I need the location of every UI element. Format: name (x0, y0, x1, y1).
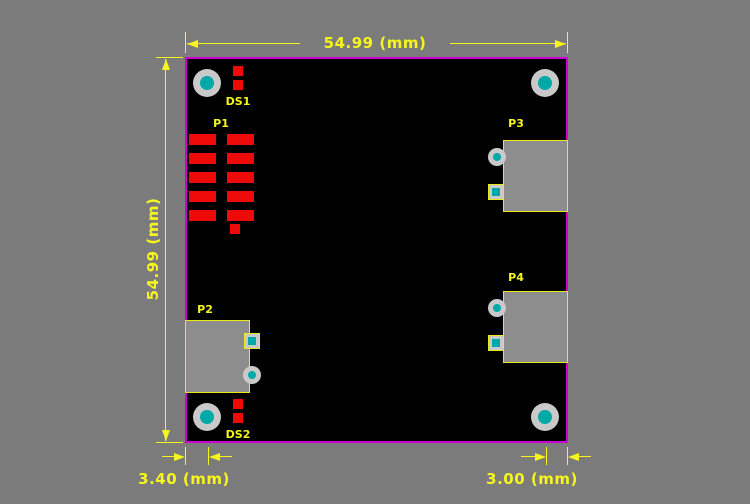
p1-pad (189, 210, 216, 221)
dimension-arrow (162, 430, 170, 441)
mounting-hole-bottom-left (193, 403, 221, 431)
p1-pad (227, 172, 254, 183)
p1-pad (227, 191, 254, 202)
p1-pad (227, 210, 254, 221)
p1-pin-marker-pad (230, 224, 240, 234)
mounting-hole-top-right (531, 69, 559, 97)
p1-label: P1 (213, 117, 229, 130)
dimension-extension-line (567, 32, 568, 53)
dimension-arrow (162, 59, 170, 70)
mounting-hole-top-left (193, 69, 221, 97)
dimension-extension-line (156, 442, 183, 443)
p2-label: P2 (197, 303, 213, 316)
bottom-left-dimension-label: 3.40 (mm) (138, 470, 230, 488)
p4-round-pad (488, 299, 506, 317)
dimension-extension-line (156, 57, 183, 58)
dimension-line (162, 456, 177, 457)
p4-label: P4 (508, 271, 524, 284)
dimension-line (576, 456, 591, 457)
mounting-hole-bottom-right (531, 403, 559, 431)
dimension-arrow (555, 40, 566, 48)
dimension-extension-line (185, 32, 186, 53)
dimension-line (521, 456, 536, 457)
dimension-line (217, 456, 232, 457)
dimension-extension-line (185, 447, 186, 465)
p3-label: P3 (508, 117, 524, 130)
ds2-label: DS2 (225, 428, 251, 441)
ds1-pad (233, 80, 243, 90)
p1-pad (189, 172, 216, 183)
p3-round-pad (488, 148, 506, 166)
p3-body (503, 140, 568, 212)
dimension-line (165, 59, 166, 441)
p1-pad-array (189, 134, 254, 221)
dimension-extension-line (546, 447, 547, 465)
top-dimension-label: 54.99 (mm) (300, 34, 450, 52)
p1-pad (189, 191, 216, 202)
ds1-label: DS1 (225, 95, 251, 108)
p1-pad (227, 134, 254, 145)
ds2-pad (233, 399, 243, 409)
dimension-arrow (568, 453, 579, 461)
ds2-pad (233, 413, 243, 423)
left-dimension-label: 54.99 (mm) (144, 197, 162, 301)
dimension-arrow (187, 40, 198, 48)
ds1-pad (233, 66, 243, 76)
p4-square-pad (488, 335, 504, 351)
p4-body (503, 291, 568, 363)
dimension-extension-line (208, 447, 209, 465)
p2-body (185, 320, 250, 393)
p1-pad (189, 134, 216, 145)
p3-square-pad (488, 184, 504, 200)
p2-square-pad (244, 333, 260, 349)
p1-pad (227, 153, 254, 164)
dimension-arrow (535, 453, 546, 461)
bottom-right-dimension-label: 3.00 (mm) (486, 470, 578, 488)
dimension-extension-line (567, 447, 568, 465)
p1-pad (189, 153, 216, 164)
dimension-arrow (209, 453, 220, 461)
p2-round-pad (243, 366, 261, 384)
dimension-arrow (174, 453, 185, 461)
